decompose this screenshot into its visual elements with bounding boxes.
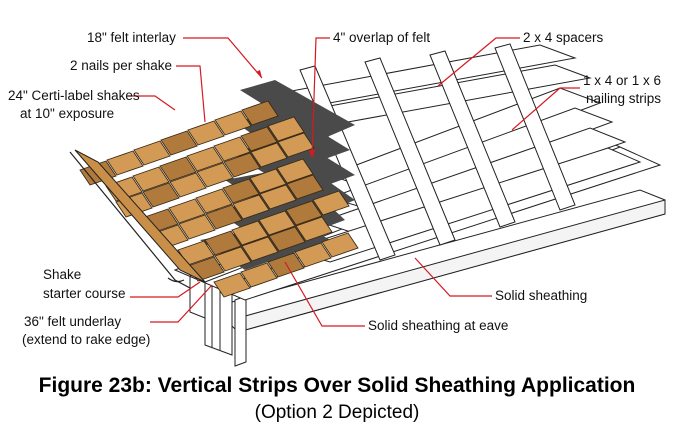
shake — [312, 190, 350, 216]
shake — [213, 272, 251, 298]
leader-lines — [128, 37, 580, 327]
shake — [132, 166, 170, 192]
shake — [133, 140, 171, 166]
shake — [259, 184, 297, 210]
shake — [231, 220, 269, 246]
shake — [240, 262, 278, 288]
shake — [169, 172, 207, 198]
starter-course — [69, 149, 206, 289]
shake — [267, 252, 305, 278]
label-underlay-1: 36" felt underlay — [24, 314, 121, 329]
shake — [267, 116, 305, 142]
shake — [142, 182, 180, 208]
shake — [205, 204, 243, 230]
caption: Figure 23b: Vertical Strips Over Solid S… — [39, 374, 636, 423]
shake — [268, 226, 306, 252]
shake — [240, 126, 278, 152]
shake — [195, 188, 233, 214]
shake — [159, 156, 197, 182]
label-shakes-2: at 10" exposure — [20, 106, 114, 121]
shake — [223, 152, 261, 178]
shake — [295, 216, 333, 242]
label-sheathing-at-eave: Solid sheathing at eave — [368, 318, 508, 333]
shake — [186, 146, 224, 172]
shake — [258, 210, 296, 236]
figure-caption: Figure 23b: Vertical Strips Over Solid S… — [39, 374, 636, 397]
shake — [204, 230, 242, 256]
shake — [321, 232, 359, 258]
shake — [294, 242, 332, 268]
shake — [214, 110, 252, 136]
shake — [276, 158, 314, 184]
label-starter-2: starter course — [43, 286, 126, 301]
shake — [232, 194, 270, 220]
label-nails-per-shake: 2 nails per shake — [70, 58, 172, 73]
shake — [178, 214, 216, 240]
labels: 18" felt interlay 4" overlap of felt 2 x… — [8, 30, 661, 347]
shake — [241, 100, 279, 126]
figure-subcaption: (Option 2 Depicted) — [255, 402, 420, 423]
shake — [187, 120, 225, 146]
shake — [196, 162, 234, 188]
label-solid-sheathing: Solid sheathing — [495, 288, 587, 303]
label-nailing-strips-2: nailing strips — [586, 91, 661, 106]
shake — [168, 198, 206, 224]
shake — [106, 150, 144, 176]
shake — [214, 246, 252, 272]
label-starter-1: Shake — [43, 267, 81, 282]
shake — [222, 178, 260, 204]
shake — [249, 168, 287, 194]
eave-fascia — [189, 189, 666, 367]
label-underlay-2: (extend to rake edge) — [22, 332, 150, 347]
label-overlap-of-felt: 4" overlap of felt — [333, 30, 430, 45]
label-shakes-1: 24" Certi-label shakes — [8, 88, 140, 103]
shake — [277, 132, 315, 158]
label-felt-interlay: 18" felt interlay — [87, 30, 176, 45]
shake — [160, 130, 198, 156]
label-nailing-strips-1: 1 x 4 or 1 x 6 — [583, 73, 661, 88]
shake — [250, 142, 288, 168]
shake — [213, 136, 251, 162]
label-spacers: 2 x 4 spacers — [523, 30, 604, 45]
shake — [241, 236, 279, 262]
shake — [285, 200, 323, 226]
shake — [286, 174, 324, 200]
